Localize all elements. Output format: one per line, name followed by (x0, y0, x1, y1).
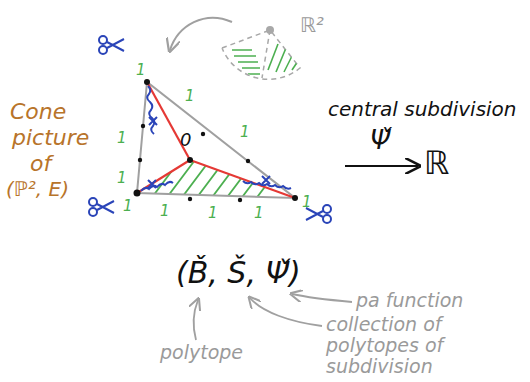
blue-marks (141, 86, 291, 191)
space-label: ℝ² (300, 14, 324, 36)
weight-number: 1 (208, 205, 218, 222)
subdivision-edges (137, 82, 295, 198)
heading-text: central subdivision (328, 98, 517, 120)
center-label: 0 (180, 130, 191, 150)
scissors-icon (89, 36, 331, 223)
annotation: polytope (160, 342, 243, 363)
side-note: Cone (10, 100, 66, 124)
weight-number: 1 (302, 194, 312, 211)
annotation: pa function (356, 290, 463, 311)
weight-number: 1 (160, 203, 170, 220)
inset-cone (222, 26, 300, 79)
vertices (134, 79, 299, 202)
weight-number: 1 (185, 88, 195, 105)
triple-notation: (B̌, Š, Ψ̌) (176, 256, 301, 289)
side-note: of (30, 152, 51, 176)
map-arrow (345, 165, 418, 167)
weight-number: 1 (117, 170, 127, 187)
weight-number: 1 (240, 124, 250, 141)
weight-number: 1 (136, 62, 146, 79)
triangle (137, 82, 295, 198)
pointer-arrow (170, 18, 232, 50)
map-symbol: Ψ̌ (370, 126, 390, 155)
side-note: picture (12, 126, 89, 150)
weight-number: 1 (254, 205, 264, 222)
weight-number: 1 (123, 198, 133, 215)
target-space: ℝ (424, 146, 449, 181)
annotation: collection of polytopes of subdivision (326, 314, 526, 377)
side-note: (ℙ², E) (6, 178, 69, 200)
weight-number: 1 (117, 130, 127, 147)
